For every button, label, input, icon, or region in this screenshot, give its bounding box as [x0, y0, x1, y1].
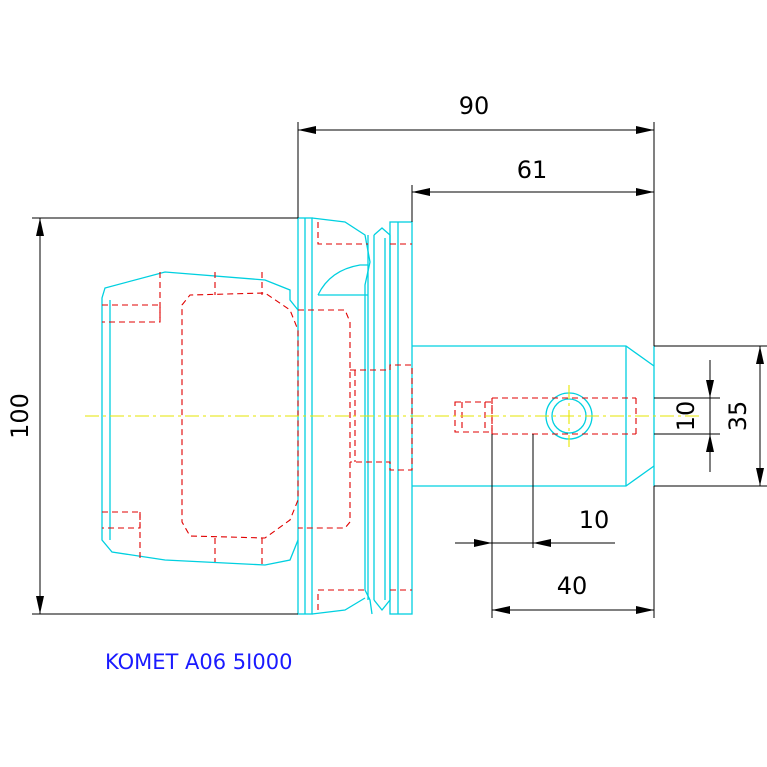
dim-shank-length: 61 [517, 156, 548, 184]
dim-hole-position: 40 [557, 572, 588, 600]
dim-flange-diameter: 100 [6, 393, 34, 439]
hidden-lines [102, 222, 637, 610]
dimension-lines [32, 122, 767, 618]
dim-hole-offset: 10 [579, 506, 610, 534]
part-outline [101, 217, 655, 615]
dim-overall-length: 90 [459, 92, 490, 120]
part-caption: KOMET A06 5I000 [105, 650, 292, 674]
dim-shank-diameter: 35 [724, 401, 752, 432]
center-lines [85, 385, 700, 447]
dim-hole-diameter: 10 [672, 401, 700, 432]
